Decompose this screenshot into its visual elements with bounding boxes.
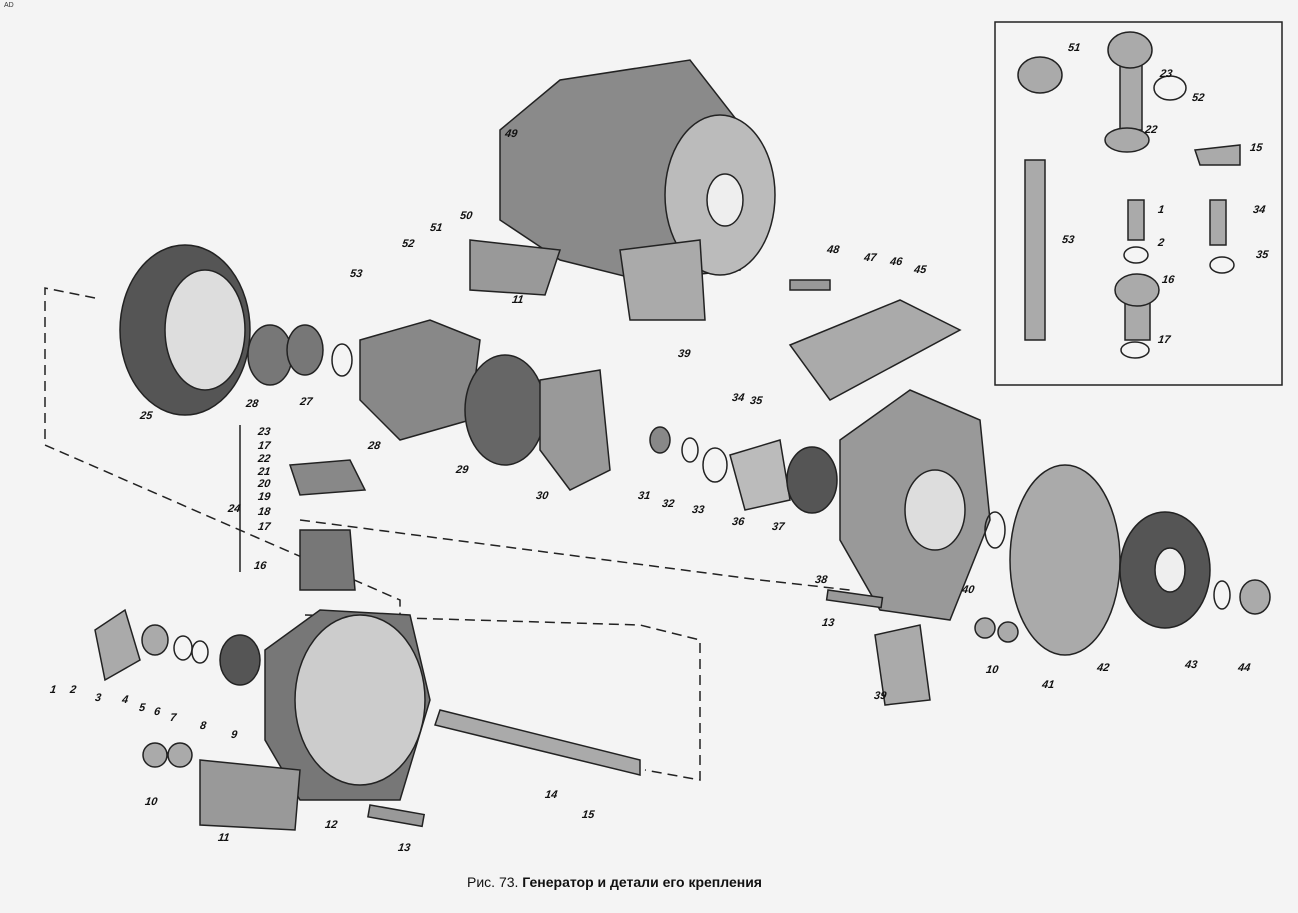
callout-label: 52 bbox=[401, 238, 416, 250]
callout-label: 11 bbox=[511, 294, 525, 306]
callout-label: 39 bbox=[677, 348, 692, 360]
assembled-generator bbox=[469, 59, 776, 321]
callout-label: 21 bbox=[257, 466, 272, 478]
callout-label: 27 bbox=[299, 396, 314, 408]
callout-label: 14 bbox=[544, 789, 559, 801]
callout-label: 16 bbox=[253, 560, 268, 572]
callout-label: 51 bbox=[1067, 42, 1082, 54]
bearing-37 bbox=[786, 446, 838, 514]
callout-label: 45 bbox=[913, 264, 928, 276]
callout-label: 49 bbox=[504, 128, 519, 140]
callout-label: 39 bbox=[873, 690, 888, 702]
callout-label: 24 bbox=[227, 503, 242, 515]
callout-label: 42 bbox=[1096, 662, 1111, 674]
bearing-cover-36 bbox=[729, 439, 791, 511]
callout-label: 31 bbox=[637, 490, 652, 502]
callout-label: 10 bbox=[144, 796, 159, 808]
callout-label: 34 bbox=[1252, 204, 1267, 216]
callout-label: 53 bbox=[1061, 234, 1076, 246]
callout-label: 22 bbox=[1144, 124, 1159, 136]
callout-label: 48 bbox=[826, 244, 841, 256]
caption-prefix: Рис. 73. bbox=[467, 874, 519, 890]
callout-label: 28 bbox=[367, 440, 382, 452]
callout-label: 53 bbox=[349, 268, 364, 280]
callout-label: 15 bbox=[1249, 142, 1264, 154]
inset-parts bbox=[1017, 31, 1241, 359]
callout-label: 40 bbox=[961, 584, 976, 596]
callout-label: 29 bbox=[455, 464, 470, 476]
corner-mark: AD bbox=[4, 2, 14, 9]
callout-label: 23 bbox=[1159, 68, 1174, 80]
callout-label: 33 bbox=[691, 504, 706, 516]
rotor bbox=[359, 319, 611, 491]
callout-label: 37 bbox=[771, 521, 786, 533]
callout-label: 22 bbox=[257, 453, 272, 465]
shaft-14 bbox=[434, 709, 641, 776]
bracket-39 bbox=[874, 624, 931, 706]
figure-caption: Рис. 73. Генератор и детали его креплени… bbox=[467, 874, 762, 890]
callout-label: 10 bbox=[985, 664, 1000, 676]
bracket-11 bbox=[199, 759, 301, 831]
callout-label: 16 bbox=[1161, 274, 1176, 286]
callout-label: 28 bbox=[245, 398, 260, 410]
callout-label: 17 bbox=[257, 440, 272, 452]
callout-label: 44 bbox=[1237, 662, 1252, 674]
inset-frame bbox=[994, 21, 1283, 386]
bearing-28 bbox=[247, 324, 293, 386]
callout-label: 41 bbox=[1041, 679, 1056, 691]
front-cover-38 bbox=[839, 389, 991, 621]
brush-holder bbox=[288, 459, 367, 496]
callout-label: 12 bbox=[324, 819, 339, 831]
assembly-line-left bbox=[44, 287, 401, 615]
callout-label: 46 bbox=[889, 256, 904, 268]
rear-cover-12 bbox=[264, 609, 431, 801]
callout-label: 17 bbox=[1157, 334, 1172, 346]
bracket-45 bbox=[788, 299, 962, 401]
callout-label: 30 bbox=[535, 490, 550, 502]
callout-label: 35 bbox=[1255, 249, 1270, 261]
callout-label: 47 bbox=[863, 252, 878, 264]
callout-label: 23 bbox=[257, 426, 272, 438]
callout-label: 35 bbox=[749, 395, 764, 407]
fan-41 bbox=[1009, 464, 1121, 656]
callout-label: 13 bbox=[397, 842, 412, 854]
callout-label: 20 bbox=[257, 478, 272, 490]
assembly-line-mid bbox=[299, 519, 851, 591]
callout-label: 52 bbox=[1191, 92, 1206, 104]
callout-label: 19 bbox=[257, 491, 272, 503]
callout-label: 18 bbox=[257, 506, 272, 518]
callout-label: 38 bbox=[814, 574, 829, 586]
callout-label: 36 bbox=[731, 516, 746, 528]
callout-label: 15 bbox=[581, 809, 596, 821]
stator-25 bbox=[119, 244, 251, 416]
callout-label: 50 bbox=[459, 210, 474, 222]
callout-label: 13 bbox=[821, 617, 836, 629]
bearing-cover-3 bbox=[94, 608, 141, 682]
callout-label: 34 bbox=[731, 392, 746, 404]
callout-label: 32 bbox=[661, 498, 676, 510]
callout-label: 25 bbox=[139, 410, 154, 422]
callout-label: 17 bbox=[257, 521, 272, 533]
caption-title: Генератор и детали его крепления bbox=[522, 874, 762, 890]
callout-label: 51 bbox=[429, 222, 444, 234]
callout-label: 43 bbox=[1184, 659, 1199, 671]
callout-label: 11 bbox=[217, 832, 231, 844]
